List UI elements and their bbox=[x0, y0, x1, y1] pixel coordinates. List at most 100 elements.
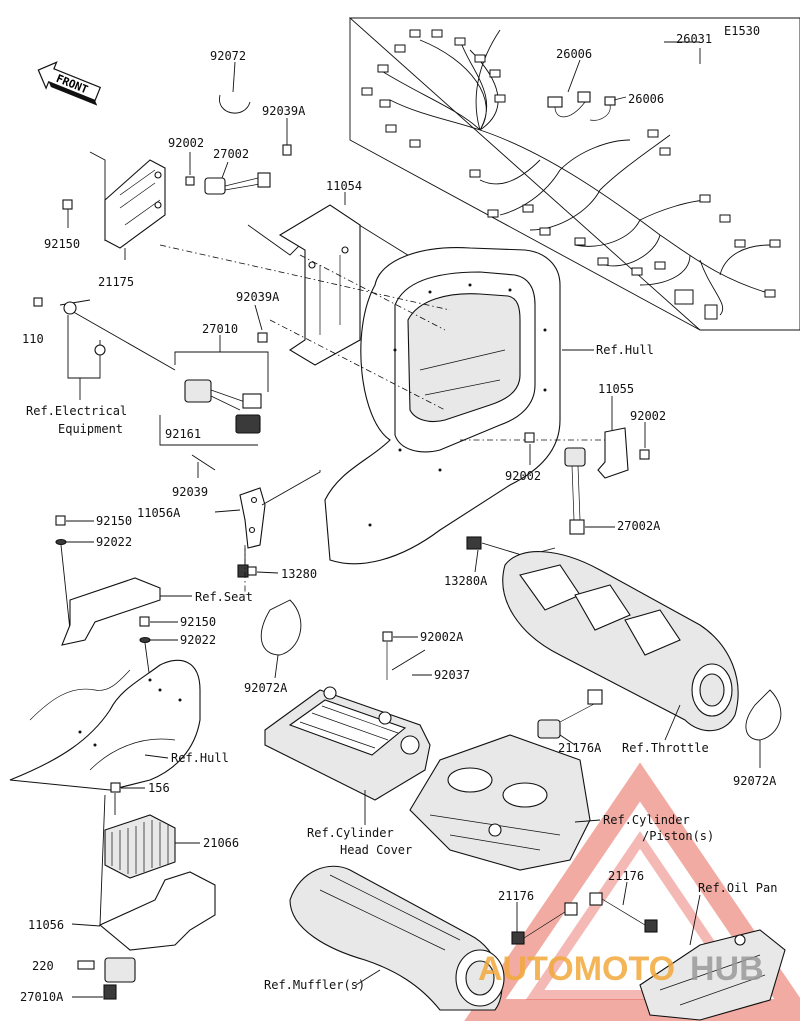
screw-92150-icon bbox=[62, 199, 73, 210]
label-92002a: 92002A bbox=[420, 630, 464, 644]
label-92161: 92161 bbox=[165, 427, 201, 441]
sensor-bracket-group: 11055 92002 92002 27002A bbox=[505, 382, 666, 535]
screw-220-icon bbox=[77, 960, 95, 970]
label-92002-right: 92002 bbox=[630, 409, 666, 423]
hull-bottom: Ref.Hull bbox=[9, 659, 229, 791]
regulator-group: 156 21066 11056 220 27010A bbox=[20, 781, 239, 1004]
screw-156-icon bbox=[110, 782, 121, 793]
label-13280a: 13280A bbox=[444, 574, 488, 588]
label-27002: 27002 bbox=[213, 147, 249, 161]
relay-27010a-icon bbox=[103, 957, 136, 1000]
label-26006-b: 26006 bbox=[628, 92, 664, 106]
label-92150-left: 92150 bbox=[44, 237, 80, 251]
muffler-icon bbox=[289, 865, 503, 1011]
ref-seat: Ref.Seat bbox=[195, 590, 253, 604]
bracket-11055-icon bbox=[597, 427, 629, 479]
ref-hull-bottom: Ref.Hull bbox=[171, 751, 229, 765]
ref-cyl-piston-1: Ref.Cylinder bbox=[603, 813, 690, 827]
label-92072a-left: 92072A bbox=[244, 681, 288, 695]
cylinder-block-group: Ref.Cylinder /Piston(s) bbox=[409, 734, 714, 871]
label-92072a-right: 92072A bbox=[733, 774, 777, 788]
ref-electrical-equipment: Ref.Electrical bbox=[26, 404, 127, 418]
label-92002-r2: 92002 bbox=[505, 469, 541, 483]
label-220: 220 bbox=[32, 959, 54, 973]
ref-oil-pan: Ref.Oil Pan bbox=[698, 881, 777, 895]
label-21176-a: 21176 bbox=[498, 889, 534, 903]
label-26031: 26031 bbox=[676, 32, 712, 46]
bracket-11056a-icon bbox=[239, 487, 266, 549]
connector-26006-icon bbox=[547, 91, 616, 121]
throttle-group: 13280A Ref.Throttle 92072A bbox=[444, 536, 782, 788]
label-92039: 92039 bbox=[172, 485, 208, 499]
hull-top: Ref.Hull bbox=[324, 247, 654, 565]
sensor-21176-group: 21176 21176 bbox=[498, 869, 658, 945]
label-11055: 11055 bbox=[598, 382, 634, 396]
label-92002-top: 92002 bbox=[168, 136, 204, 150]
label-21176-b: 21176 bbox=[608, 869, 644, 883]
ref-cyl-head-1: Ref.Cylinder bbox=[307, 826, 394, 840]
screw-92002a-icon bbox=[382, 631, 393, 642]
screw-92150-b-icon bbox=[139, 616, 150, 627]
sensor-21176-a-icon bbox=[511, 931, 525, 945]
sensor-27002-icon bbox=[204, 172, 271, 195]
clip-92072a-right-icon bbox=[745, 689, 782, 741]
oil-pan-icon bbox=[639, 929, 786, 1021]
seat-bracket-group: 92150 92022 Ref.Seat 92150 92022 bbox=[55, 514, 253, 681]
label-11054: 11054 bbox=[326, 179, 362, 193]
ref-electrical-equipment-2: Equipment bbox=[58, 422, 123, 436]
ref-muffler: Ref.Muffler(s) bbox=[264, 978, 365, 992]
cylinder-head-cover-group: 92002A 92037 Ref.Cylinder Head Cover bbox=[264, 630, 470, 857]
seat-bracket-icon bbox=[61, 577, 161, 646]
ref-cyl-piston-2: /Piston(s) bbox=[642, 829, 714, 843]
watermark-part2: HUB bbox=[690, 950, 764, 988]
label-11056: 11056 bbox=[28, 918, 64, 932]
cylinder-block-icon bbox=[409, 734, 591, 871]
label-92022-a: 92022 bbox=[96, 535, 132, 549]
wiring-harness-icon bbox=[361, 29, 781, 320]
clamp-92037-icon bbox=[391, 649, 426, 671]
ref-cyl-head-2: Head Cover bbox=[340, 843, 412, 857]
bolt-92039a-icon bbox=[282, 118, 292, 156]
bracket-11056-icon bbox=[98, 871, 216, 951]
label-27010: 27010 bbox=[202, 322, 238, 336]
label-92037: 92037 bbox=[434, 668, 470, 682]
control-unit-21175-icon bbox=[104, 159, 166, 249]
wiring-harness-group: 26031 26006 26006 bbox=[348, 17, 800, 331]
oil-pan-group: Ref.Oil Pan bbox=[639, 881, 786, 1021]
washer-92022-a-icon bbox=[55, 538, 67, 546]
sensor-27002a-icon bbox=[564, 447, 586, 535]
sensor-21176-b-icon bbox=[644, 919, 658, 933]
bolt-92039a-mid-icon bbox=[257, 332, 268, 343]
relay-27010-icon bbox=[184, 379, 262, 434]
label-92150-a: 92150 bbox=[96, 514, 132, 528]
clip-92072-icon bbox=[219, 94, 251, 114]
label-21175: 21175 bbox=[98, 275, 134, 289]
label-21176a: 21176A bbox=[558, 741, 602, 755]
screw-92002-right-icon bbox=[639, 449, 650, 460]
clip-92072a-left-icon bbox=[260, 599, 302, 656]
watermark-text: AUTOMOTO HUB bbox=[478, 950, 764, 988]
upper-left-cluster: 92072 92039A 92002 27002 92150 21175 bbox=[22, 49, 441, 581]
washer-92022-b-icon bbox=[139, 636, 151, 644]
label-92039a-mid: 92039A bbox=[236, 290, 280, 304]
diagram-code: E1530 bbox=[724, 24, 760, 38]
sensor-21176a-group: 21176A bbox=[537, 689, 603, 755]
label-92072: 92072 bbox=[210, 49, 246, 63]
label-92022-b: 92022 bbox=[180, 633, 216, 647]
clip-13280-icon bbox=[237, 564, 257, 578]
watermark-triangle-icon bbox=[464, 762, 800, 1021]
muffler-group: Ref.Muffler(s) bbox=[264, 865, 505, 1011]
label-27002a: 27002A bbox=[617, 519, 661, 533]
ref-throttle: Ref.Throttle bbox=[622, 741, 709, 755]
label-156: 156 bbox=[148, 781, 170, 795]
cable-icon bbox=[59, 299, 176, 371]
watermark bbox=[464, 762, 800, 1021]
label-92150-b: 92150 bbox=[180, 615, 216, 629]
label-110: 110 bbox=[22, 332, 44, 346]
ref-hull-top: Ref.Hull bbox=[596, 343, 654, 357]
sensor-21176a-icon bbox=[537, 719, 561, 739]
label-26006-a: 26006 bbox=[556, 47, 592, 61]
label-21066: 21066 bbox=[203, 836, 239, 850]
label-13280: 13280 bbox=[281, 567, 317, 581]
